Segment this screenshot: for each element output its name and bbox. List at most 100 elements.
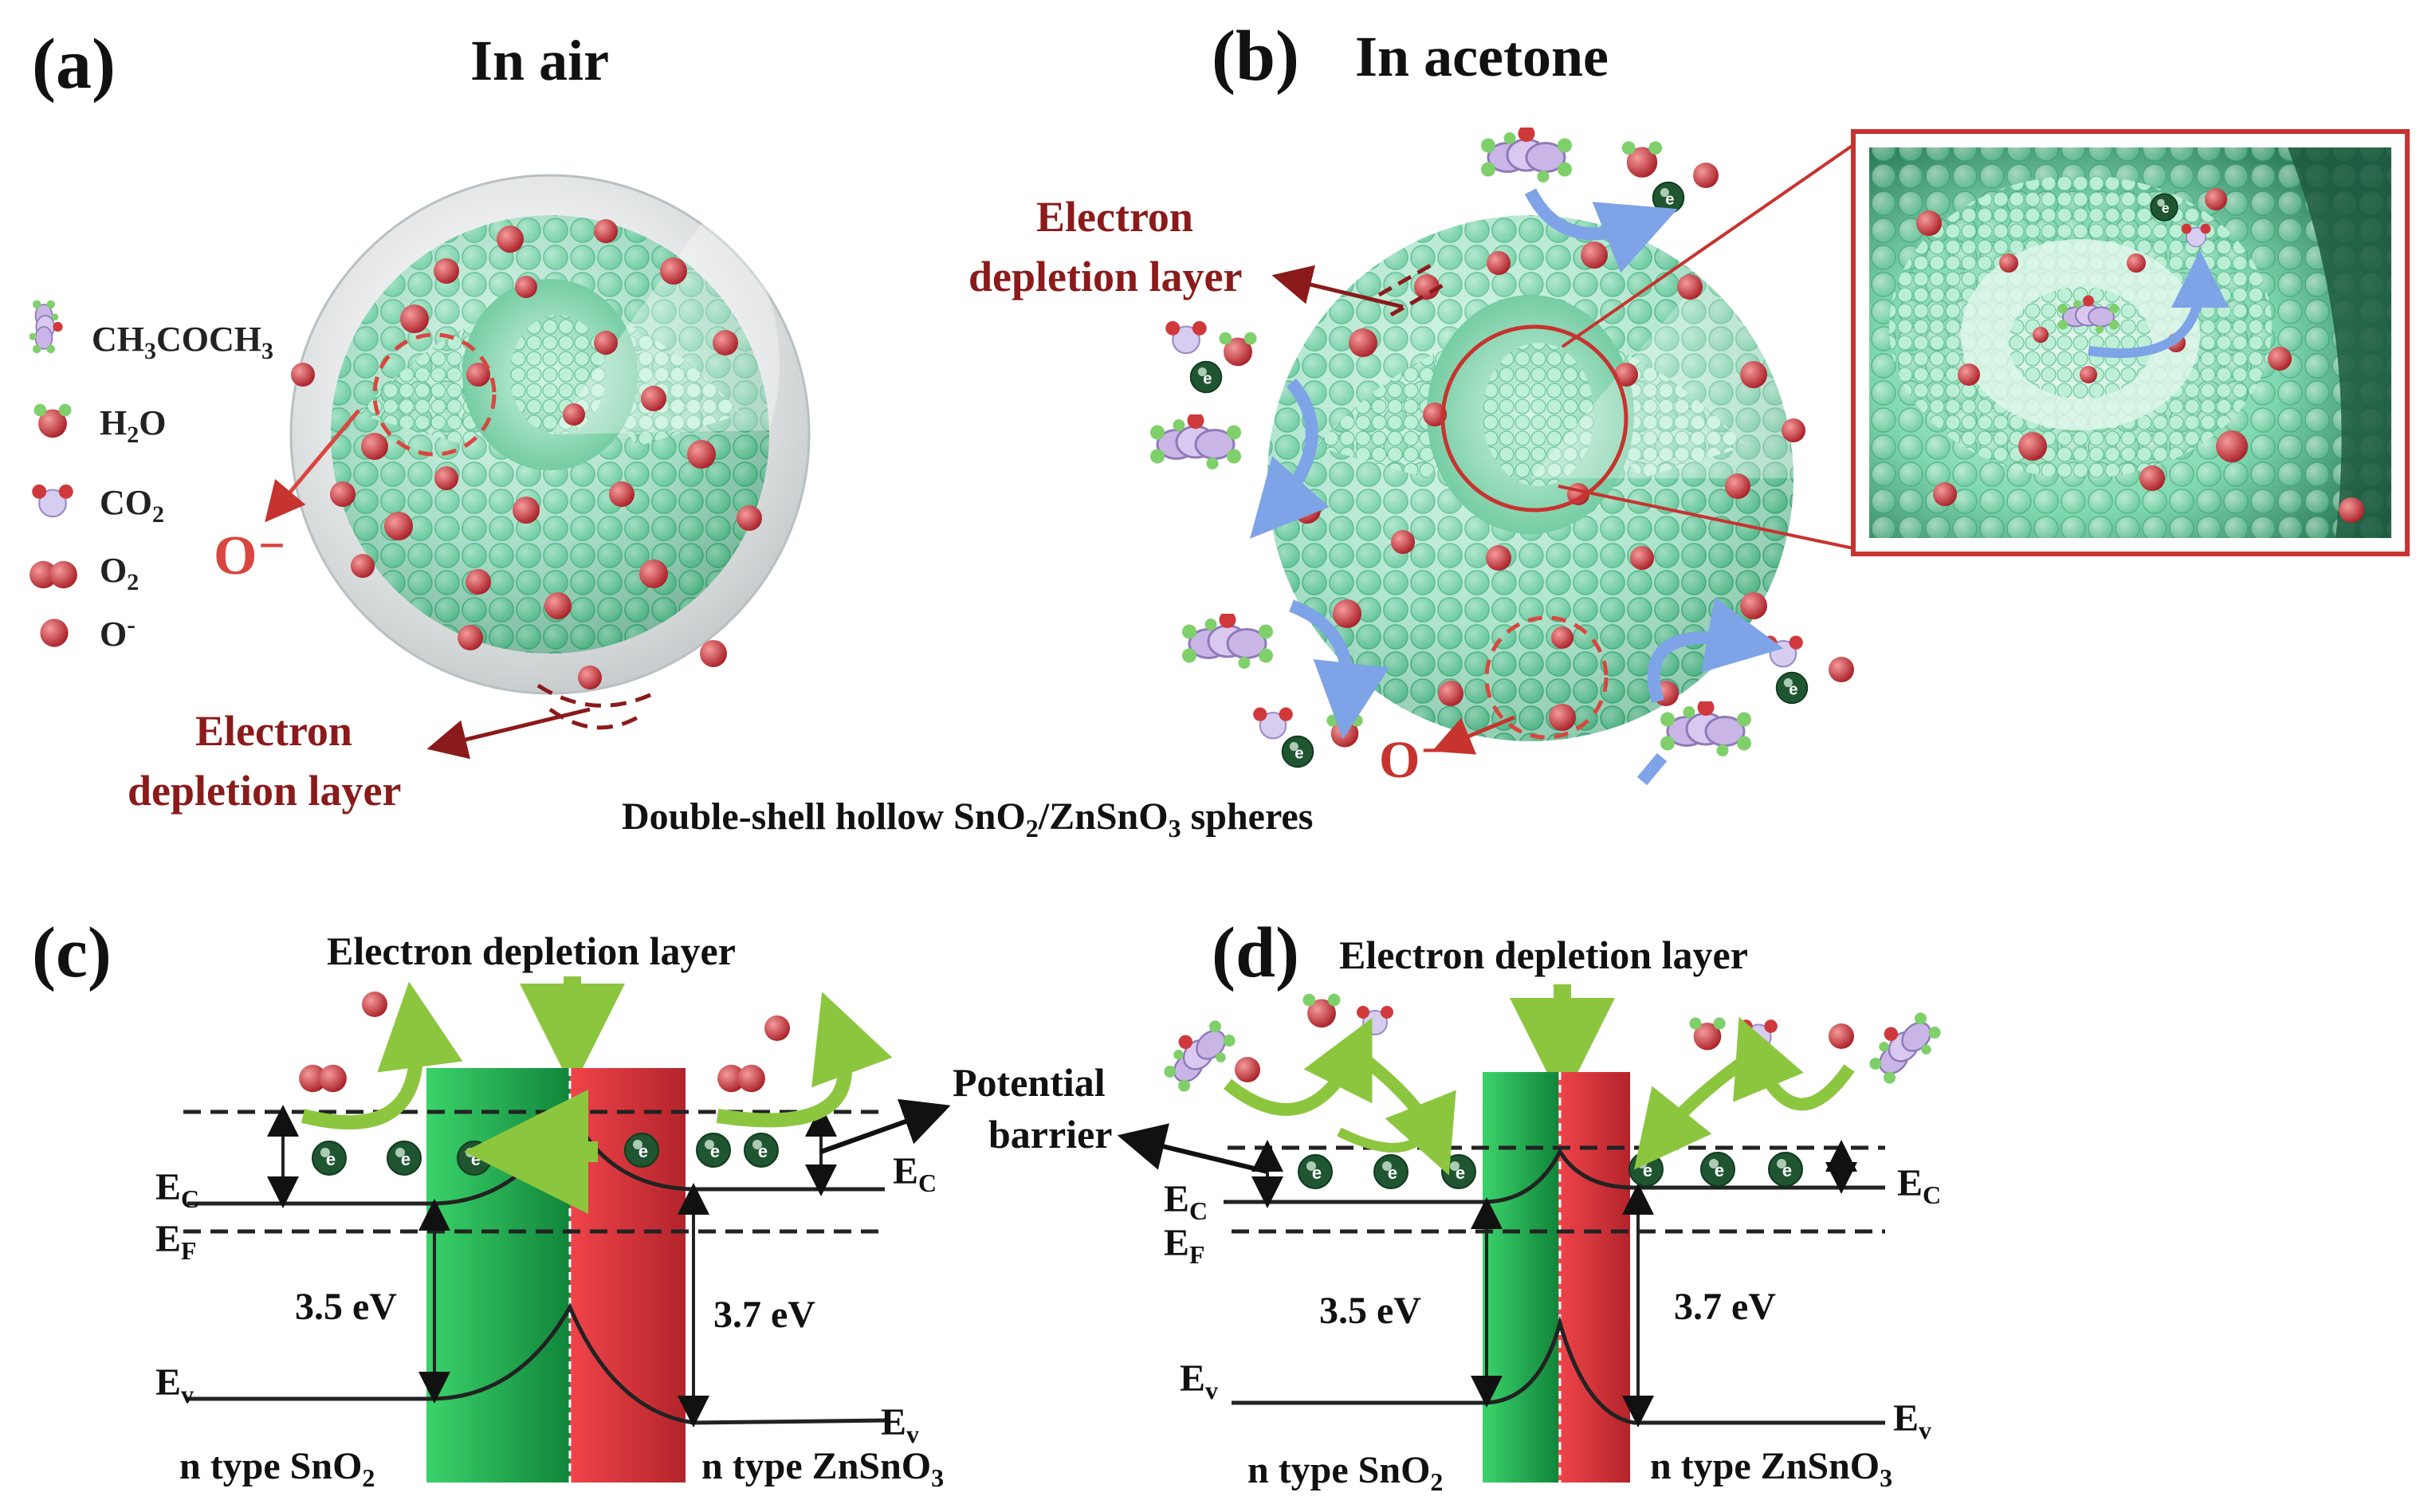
oxygen-ion-icon: [1235, 1057, 1260, 1082]
water-molecule-icon: [1302, 993, 1341, 1028]
valence-band-c: [187, 1302, 890, 1425]
legend-item-water: H2O: [33, 403, 166, 448]
znsno3-region-c: [570, 1068, 686, 1483]
electron-icon: [744, 1133, 779, 1168]
sphere-in-acetone: [1267, 215, 1805, 741]
bandgap-right-c: 3.7 eV: [713, 1294, 815, 1336]
oxygen-molecule-icon: [717, 1064, 765, 1093]
ef-label-d: E: [1164, 1222, 1189, 1264]
ion-label-b: O⁻: [1379, 731, 1448, 789]
electron-icon: [1652, 181, 1685, 214]
svg-text:EC: EC: [893, 1150, 937, 1197]
depletion-label-b-2: depletion layer: [968, 253, 1242, 300]
electron-icon: [1281, 735, 1314, 768]
ef-label-c: E: [155, 1218, 181, 1260]
co2-molecule-icon: [1252, 706, 1294, 740]
material-right-c: n type ZnSnO: [701, 1445, 931, 1487]
potential-barrier-label-1: Potential: [953, 1060, 1106, 1105]
panel-c-title: Electron depletion layer: [327, 929, 736, 973]
legend-item-oxygen-ion: O-: [40, 610, 136, 654]
svg-text:EC: EC: [155, 1166, 199, 1213]
oxygen-molecule-icon: [299, 1064, 347, 1093]
svg-text:Ev: Ev: [155, 1361, 194, 1408]
electron-icon: [387, 1141, 422, 1176]
panel-d: (d) Electron depletion layer EC EF Ev EC…: [1117, 913, 1948, 1496]
co2-molecule-icon: [1762, 634, 1804, 668]
electron-icon: [1298, 1154, 1333, 1189]
svg-text:EF: EF: [1164, 1222, 1205, 1269]
panel-d-title: Electron depletion layer: [1339, 933, 1748, 977]
electron-icon: [624, 1133, 659, 1168]
oxygen-ion-icon: [1693, 163, 1719, 188]
electron-icon: [457, 1141, 492, 1176]
svg-text:n type SnO2: n type SnO2: [179, 1445, 375, 1492]
conduction-band-d: [1224, 1147, 1885, 1204]
electron-icon: [1441, 1154, 1476, 1189]
svg-text:n type ZnSnO3: n type ZnSnO3: [701, 1445, 944, 1492]
legend-item-acetone: CH3COCH3: [29, 300, 273, 364]
oxygen-ion-icon: [40, 619, 69, 647]
bandgap-left-d: 3.5 eV: [1319, 1290, 1421, 1332]
ec-label-c: E: [155, 1166, 181, 1208]
panel-b: (b) In acetone Electron depletion laye: [968, 17, 2410, 789]
sno2-region-d: [1483, 1072, 1558, 1483]
co2-molecule-icon: [1356, 1005, 1394, 1035]
svg-text:CO2: CO2: [100, 483, 164, 528]
reaction-molecules-b: [1149, 128, 1854, 786]
water-molecule-icon: [1219, 332, 1257, 367]
oxygen-ion-icon: [764, 1015, 790, 1041]
zoom-line-top: [1561, 138, 1863, 348]
electron-icon: [1628, 1152, 1664, 1187]
material-right-d: n type ZnSnO: [1650, 1445, 1880, 1487]
bandgap-right-d: 3.7 eV: [1674, 1286, 1776, 1328]
acetone-molecule-icon: [1659, 701, 1753, 758]
panel-c: (c) Electron depletion layer EC EF Ev EC…: [32, 913, 951, 1492]
ion-arrow-b: [1432, 715, 1515, 755]
oxygen-ion-icon: [1829, 1023, 1854, 1049]
acetone-molecule-icon: [1858, 1001, 1948, 1091]
electron-icon: [312, 1141, 347, 1176]
material-left-c: n type SnO: [179, 1445, 362, 1487]
panel-c-label: (c): [32, 913, 112, 992]
acetone-molecule-icon: [1479, 128, 1573, 184]
svg-text:n type ZnSnO3: n type ZnSnO3: [1650, 1445, 1892, 1492]
potential-barrier-label-2: barrier: [988, 1112, 1112, 1157]
acetone-molecule-icon: [1149, 414, 1243, 471]
ev-right-label-c: E: [881, 1401, 906, 1443]
water-molecule-icon: [33, 403, 72, 438]
znsno3-region-d: [1558, 1072, 1630, 1483]
co2-molecule-icon: [1738, 1019, 1778, 1051]
ev-right-label-d: E: [1893, 1397, 1919, 1439]
panel-b-label: (b): [1212, 17, 1299, 96]
water-molecule-icon: [1326, 714, 1363, 748]
molecule-legend: CH3COCH3 H2O CO2 O2 O-: [29, 300, 273, 654]
water-molecule-icon: [1621, 141, 1663, 178]
legend-item-o2: O2: [29, 551, 139, 595]
zoom-inset: [1851, 129, 2410, 556]
electron-icon: [1373, 1154, 1408, 1189]
electron-icon: [1189, 360, 1223, 394]
electron-icon: [1700, 1152, 1735, 1187]
ev-label-d: E: [1180, 1357, 1205, 1400]
svg-text:Ev: Ev: [1893, 1397, 1931, 1444]
material-left-d: n type SnO: [1247, 1449, 1430, 1491]
panel-a-label: (a): [32, 25, 116, 104]
panel-b-title: In acetone: [1355, 25, 1609, 88]
water-molecule-icon: [1689, 1017, 1726, 1051]
legend-item-co2: CO2: [31, 483, 164, 528]
ion-label-a: O⁻: [214, 525, 286, 587]
depletion-arrow-b: [1271, 265, 1404, 309]
panel-a-title: In air: [470, 29, 609, 92]
ec-right-label-d: E: [1897, 1162, 1923, 1204]
sno2-region-c: [426, 1068, 570, 1483]
ion-arrow-a: [265, 409, 360, 523]
panel-a: (a) In air CH3COCH3 H2O CO2 O2 O-: [29, 25, 811, 815]
depletion-arrow-a: [426, 707, 591, 760]
depletion-label-b-1: Electron: [1036, 193, 1193, 241]
svg-text:EC: EC: [1897, 1162, 1941, 1209]
electron-icon: [2150, 193, 2178, 222]
electron-icon: [1768, 1152, 1803, 1187]
acetone-molecule-icon: [1181, 614, 1275, 670]
co2-molecule-icon: [1165, 320, 1208, 355]
electron-icon: [696, 1133, 731, 1168]
